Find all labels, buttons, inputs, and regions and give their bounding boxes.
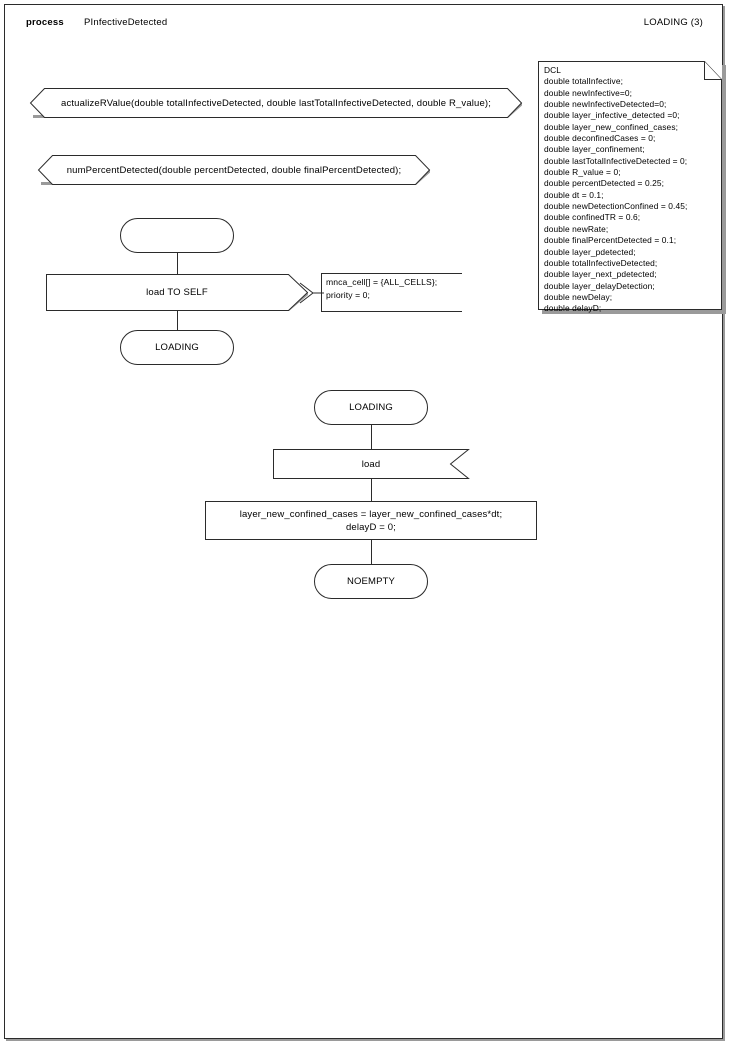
connector-state-to-input: [371, 425, 372, 449]
comment-box-border: [321, 273, 462, 312]
comment-connector-line: [299, 282, 324, 304]
input-shape-load[interactable]: load: [273, 449, 470, 479]
page-kind-label: process: [26, 17, 64, 28]
task-shape[interactable]: layer_new_confined_cases = layer_new_con…: [205, 501, 537, 540]
state-shape-loading-2[interactable]: LOADING: [314, 390, 428, 425]
declaration-text: DCL double totalInfective; double newInf…: [544, 65, 688, 314]
comment-box[interactable]: mnca_cell[] = {ALL_CELLS}; priority = 0;: [321, 273, 462, 312]
page-number-label: LOADING (3): [643, 17, 703, 28]
connector-start-to-output: [177, 252, 178, 274]
procedure-shape-actualize-r-value[interactable]: actualizeRValue(double totalInfectiveDet…: [29, 88, 523, 118]
comment-text: mnca_cell[] = {ALL_CELLS}; priority = 0;: [326, 277, 438, 300]
procedure-shape-num-percent-detected[interactable]: numPercentDetected(double percentDetecte…: [37, 155, 431, 185]
start-state-shape[interactable]: [120, 218, 234, 253]
declaration-note[interactable]: DCL double totalInfective; double newInf…: [538, 61, 726, 314]
state-shape-loading-1[interactable]: LOADING: [120, 330, 234, 365]
connector-input-to-task: [371, 479, 372, 501]
connector-output-to-state: [177, 311, 178, 330]
connector-task-to-state: [371, 540, 372, 564]
output-shape-load-to-self[interactable]: load TO SELF: [46, 274, 309, 311]
state-shape-noempty[interactable]: NOEMPTY: [314, 564, 428, 599]
page-title: PInfectiveDetected: [84, 17, 168, 28]
